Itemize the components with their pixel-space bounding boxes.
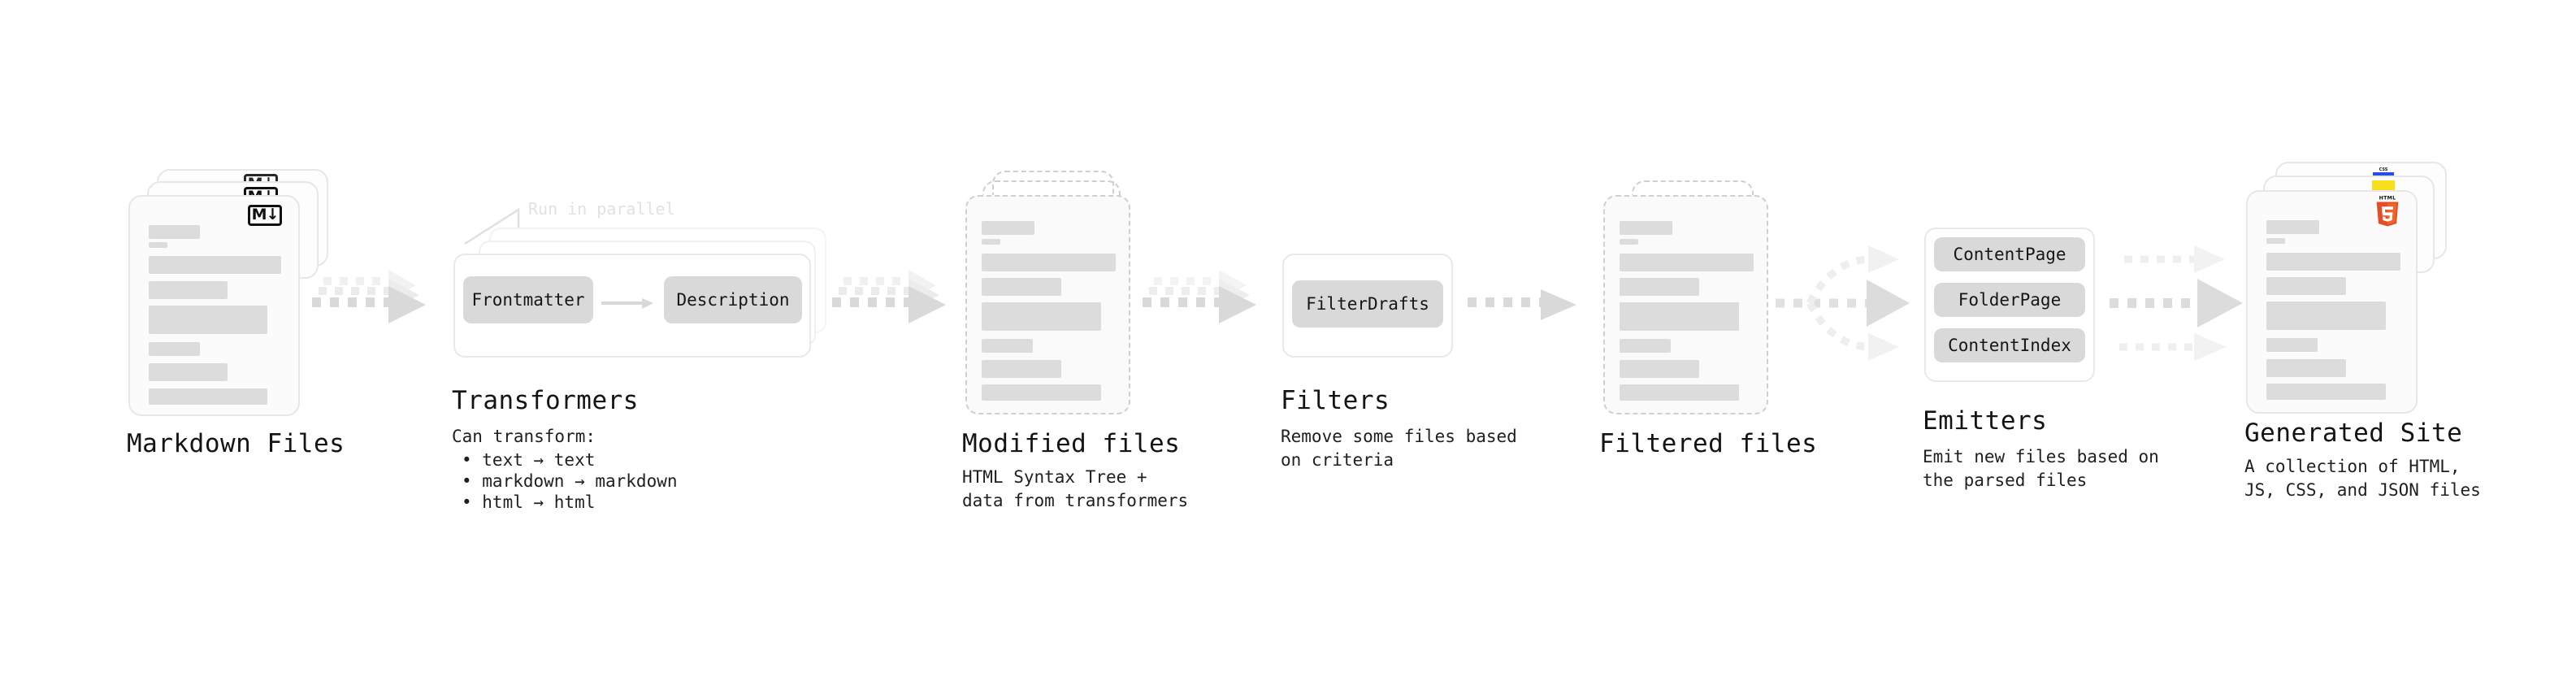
emitter-chip-folderpage[interactable]: FolderPage	[1934, 283, 2085, 317]
run-in-parallel-label: Run in parallel	[528, 199, 675, 219]
run-in-parallel-leader	[464, 207, 520, 245]
doc-skeleton-line	[1620, 221, 1672, 235]
transformer-bullet-3: • html → html	[462, 492, 596, 512]
transformer-chip-description[interactable]: Description	[664, 276, 802, 323]
doc-skeleton-line	[1620, 278, 1699, 296]
stage-desc-generated-site: A collection of HTML, JS, CSS, and JSON …	[2244, 457, 2481, 500]
stage-title-markdown-files: Markdown Files	[127, 429, 345, 458]
doc-skeleton-line	[1620, 302, 1739, 331]
transformer-chip-frontmatter[interactable]: Frontmatter	[463, 276, 593, 323]
doc-skeleton-line	[149, 256, 281, 274]
doc-skeleton-line	[149, 388, 267, 405]
doc-skeleton-line	[982, 302, 1101, 331]
filter-chip-filterdrafts[interactable]: FilterDrafts	[1292, 280, 1443, 327]
doc-skeleton-line	[149, 281, 228, 299]
doc-skeleton-line	[982, 239, 1000, 245]
markdown-badge-icon: M↓	[248, 205, 282, 226]
doc-skeleton-line	[149, 342, 200, 356]
doc-skeleton-line	[982, 360, 1061, 378]
stage-title-filters: Filters	[1281, 386, 1390, 415]
stage-title-generated-site: Generated Site	[2244, 419, 2463, 448]
doc-skeleton-line	[1620, 339, 1671, 353]
arrow-markdown-to-transformers	[312, 270, 426, 323]
doc-skeleton-line	[2266, 359, 2346, 377]
doc-skeleton-line	[1620, 239, 1638, 245]
doc-skeleton-line	[982, 278, 1061, 296]
emitter-chip-contentindex[interactable]: ContentIndex	[1934, 328, 2085, 362]
doc-skeleton-line	[2266, 277, 2346, 295]
doc-skeleton-line	[149, 242, 167, 248]
stage-title-filtered-files: Filtered files	[1599, 429, 1818, 458]
stage-title-modified-files: Modified files	[962, 429, 1181, 458]
doc-skeleton-line	[2266, 338, 2318, 352]
html5-badge-icon: HTML	[2376, 196, 2399, 227]
doc-skeleton-line	[982, 339, 1033, 353]
arrow-filtered-to-emitters-fanout	[1776, 245, 1910, 361]
arrow-filters-to-filtered	[1468, 289, 1576, 320]
doc-skeleton-line	[1620, 360, 1699, 378]
arrow-transformers-to-modified	[832, 270, 946, 323]
stage-desc-emitters: Emit new files based on the parsed files	[1923, 447, 2159, 490]
transformer-bullet-2: • markdown → markdown	[462, 471, 678, 491]
doc-skeleton-line	[149, 363, 228, 381]
stage-title-emitters: Emitters	[1923, 406, 2048, 436]
svg-text:HTML: HTML	[2379, 196, 2396, 202]
doc-skeleton-line	[1620, 254, 1754, 271]
doc-skeleton-line	[982, 254, 1116, 271]
doc-skeleton-line	[1620, 384, 1739, 401]
emitter-chip-contentpage[interactable]: ContentPage	[1934, 237, 2085, 271]
stage-title-transformers: Transformers	[452, 386, 639, 415]
stage-desc-modified-files: HTML Syntax Tree + data from transformer…	[962, 467, 1189, 510]
transformer-bullet-1: • text → text	[462, 450, 596, 470]
arrow-emitters-to-site	[2110, 245, 2243, 361]
doc-skeleton-line	[149, 225, 200, 239]
svg-text:CSS: CSS	[2379, 167, 2388, 172]
doc-skeleton-line	[149, 306, 267, 334]
doc-skeleton-line	[2266, 238, 2285, 244]
css3-badge-icon: CSS	[2373, 167, 2394, 176]
doc-skeleton-line	[2266, 253, 2400, 271]
stage-desc-filters: Remove some files based on criteria	[1281, 427, 1517, 470]
stage-desc-transformers: Can transform:	[452, 427, 596, 446]
doc-skeleton-line	[982, 384, 1101, 401]
doc-skeleton-line	[2266, 220, 2319, 234]
transformer-flow-arrow	[601, 298, 653, 309]
doc-skeleton-line	[2266, 301, 2386, 330]
arrow-modified-to-filters	[1143, 270, 1256, 323]
doc-skeleton-line	[2266, 384, 2386, 400]
doc-skeleton-line	[982, 221, 1034, 235]
